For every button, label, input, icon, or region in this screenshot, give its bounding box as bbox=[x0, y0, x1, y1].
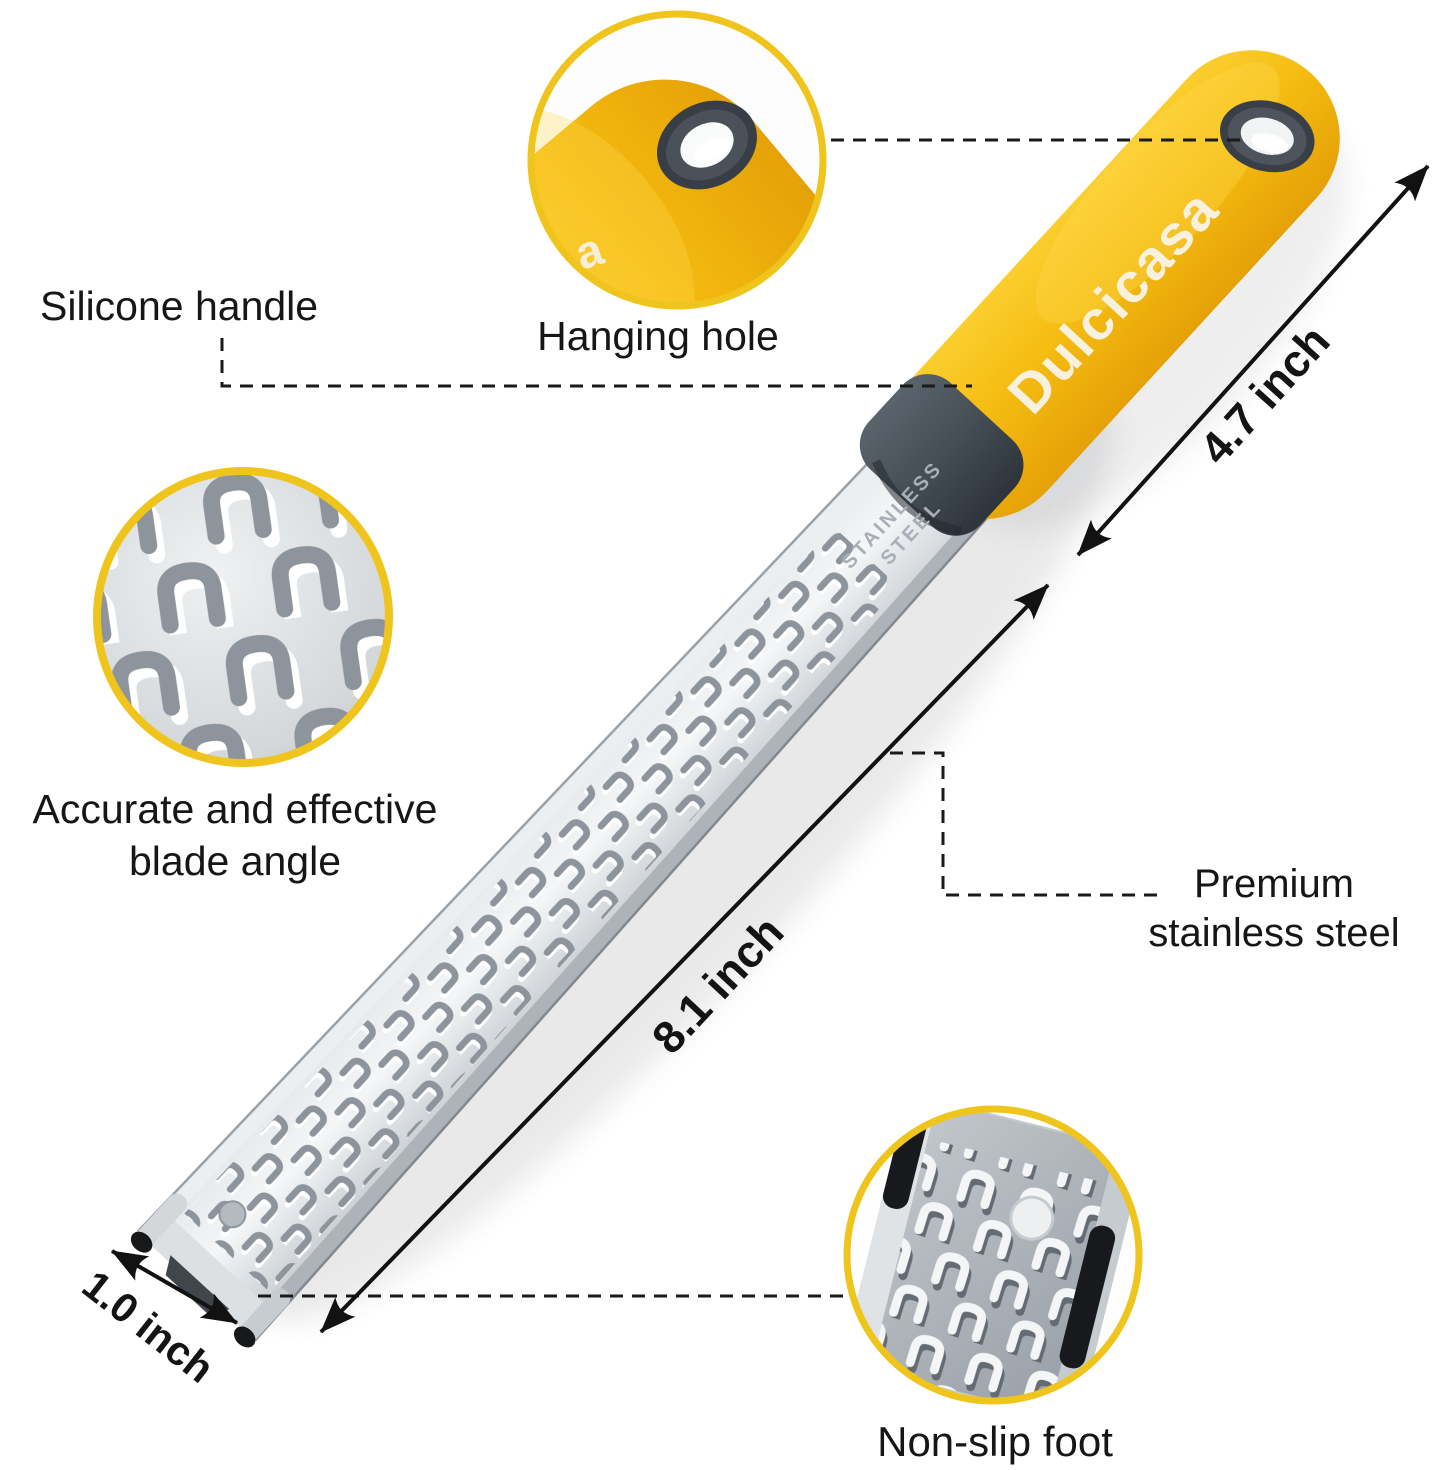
premium-steel-label-line2: stainless steel bbox=[1148, 911, 1400, 955]
blade-rivet-hole bbox=[218, 1200, 247, 1229]
premium-steel-label: Premium stainless steel bbox=[1108, 860, 1440, 958]
dimension-arrow-blade-length bbox=[319, 583, 1050, 1334]
leader-silicone-handle bbox=[220, 338, 972, 388]
blade-angle-label-line2: blade angle bbox=[128, 838, 342, 884]
blade-teeth-closeup bbox=[97, 471, 389, 763]
silicone-handle-label: Silicone handle bbox=[40, 283, 319, 329]
hanging-hole-label: Hanging hole bbox=[537, 313, 779, 359]
hanging-hole bbox=[1219, 100, 1315, 173]
hanging-hole-closeup bbox=[657, 100, 757, 190]
dimension-arrow-handle-length bbox=[1076, 164, 1430, 557]
inset-ring-top bbox=[527, 10, 827, 310]
blade-angle-label: Accurate and effective blade angle bbox=[0, 783, 470, 887]
hanging-hole-inset bbox=[527, 10, 827, 310]
foot-detail-inset bbox=[843, 1105, 1143, 1405]
dimension-arrow-blade-width bbox=[111, 1249, 238, 1325]
premium-steel-label-line1: Premium bbox=[1193, 862, 1355, 906]
foot-rubber-cap-right bbox=[233, 1326, 256, 1348]
blade-angle-label-line1: Accurate and effective bbox=[32, 786, 438, 832]
blade-detail-inset bbox=[93, 467, 393, 767]
non-slip-foot-label: Non-slip foot bbox=[877, 1418, 1113, 1465]
foot-rubber-cap-left bbox=[130, 1231, 153, 1253]
rubber-foot-bar-right bbox=[1059, 1225, 1116, 1369]
